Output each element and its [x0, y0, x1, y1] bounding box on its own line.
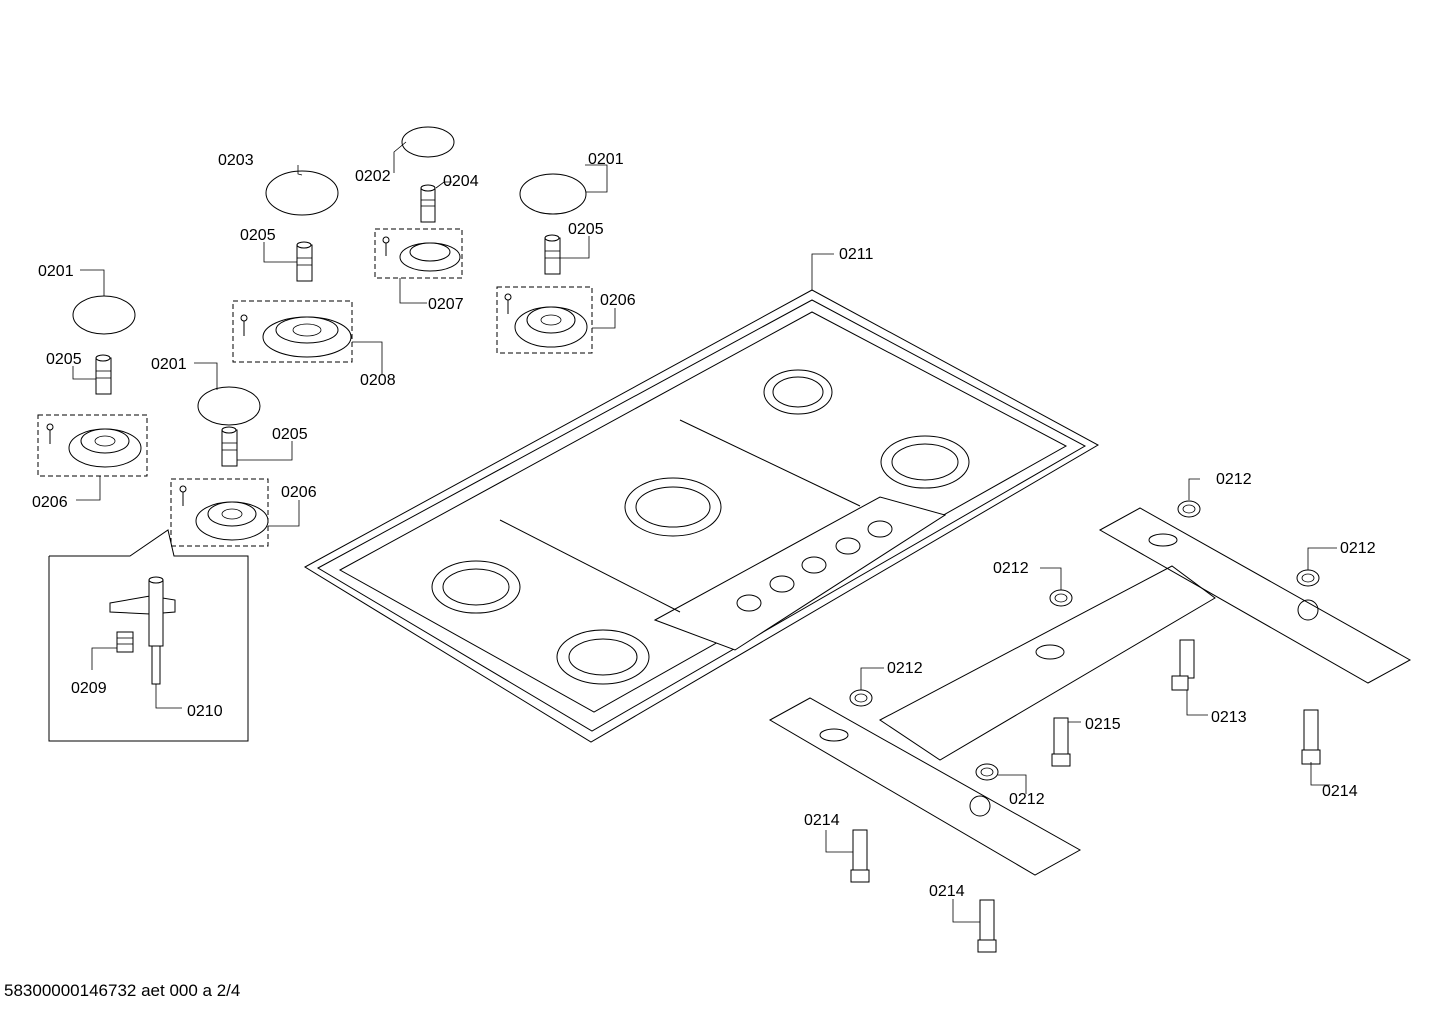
label-0212-right: 0212: [1340, 540, 1376, 557]
burner-assembly-0206-middle: [170, 478, 269, 547]
label-0201-left: 0201: [38, 263, 74, 280]
burner-assembly-0206-right: [496, 286, 593, 354]
burner-assembly-0207: [374, 228, 463, 279]
nozzle-0205-d: [221, 426, 238, 467]
nut-0212-left: [849, 689, 873, 707]
label-0205-d: 0205: [272, 426, 308, 443]
label-0208: 0208: [360, 372, 396, 389]
label-0207: 0207: [428, 296, 464, 313]
label-0209: 0209: [71, 680, 107, 697]
burner-assembly-0206-left: [37, 414, 148, 477]
burner-cap-0201-left: [72, 295, 136, 335]
label-0212-left: 0212: [887, 660, 923, 677]
label-0205-a: 0205: [240, 227, 276, 244]
burner-assembly-0208: [232, 300, 353, 363]
fitting-0215: [1051, 717, 1071, 767]
nozzle-0205-b: [544, 234, 561, 275]
nozzle-0204: [420, 184, 436, 223]
label-0212-top: 0212: [1216, 471, 1252, 488]
support-frame: [768, 507, 1412, 876]
label-0204: 0204: [443, 173, 479, 190]
label-0206-middle: 0206: [281, 484, 317, 501]
label-0201-middle: 0201: [151, 356, 187, 373]
label-0210: 0210: [187, 703, 223, 720]
nut-0212-top: [1177, 500, 1201, 518]
burner-cap-0203: [265, 170, 339, 216]
label-0206-left: 0206: [32, 494, 68, 511]
cooktop-tray-0211: [304, 289, 1100, 743]
nozzle-0205-a: [296, 241, 313, 282]
label-0202: 0202: [355, 168, 391, 185]
label-0215: 0215: [1085, 716, 1121, 733]
label-0205-b: 0205: [568, 221, 604, 238]
label-0214-left: 0214: [804, 812, 840, 829]
fitting-0214-bottom: [977, 899, 997, 953]
label-0201-right: 0201: [588, 151, 624, 168]
label-0212-center: 0212: [993, 560, 1029, 577]
label-0205-c: 0205: [46, 351, 82, 368]
label-0214-right: 0214: [1322, 783, 1358, 800]
label-0212-bottom: 0212: [1009, 791, 1045, 808]
nut-0212-bottom: [975, 763, 999, 781]
burner-cap-0201-middle: [197, 386, 261, 426]
nozzle-0205-c: [95, 354, 112, 395]
nut-0212-center: [1049, 589, 1073, 607]
label-0206-right: 0206: [600, 292, 636, 309]
burner-cap-0201-right: [519, 173, 587, 215]
label-0214-bottom: 0214: [929, 883, 965, 900]
fitting-0213: [1171, 639, 1195, 691]
label-0211: 0211: [839, 246, 874, 263]
document-footer-id: 58300000146732 aet 000 a 2/4: [4, 981, 241, 1000]
burner-cap-0202: [401, 126, 455, 158]
label-0213: 0213: [1211, 709, 1247, 726]
label-0203: 0203: [218, 152, 254, 169]
leader-lines: [72, 141, 1337, 923]
nut-0212-right: [1296, 569, 1320, 587]
fitting-0214-right: [1301, 709, 1321, 765]
fitting-0214-left: [850, 829, 870, 883]
